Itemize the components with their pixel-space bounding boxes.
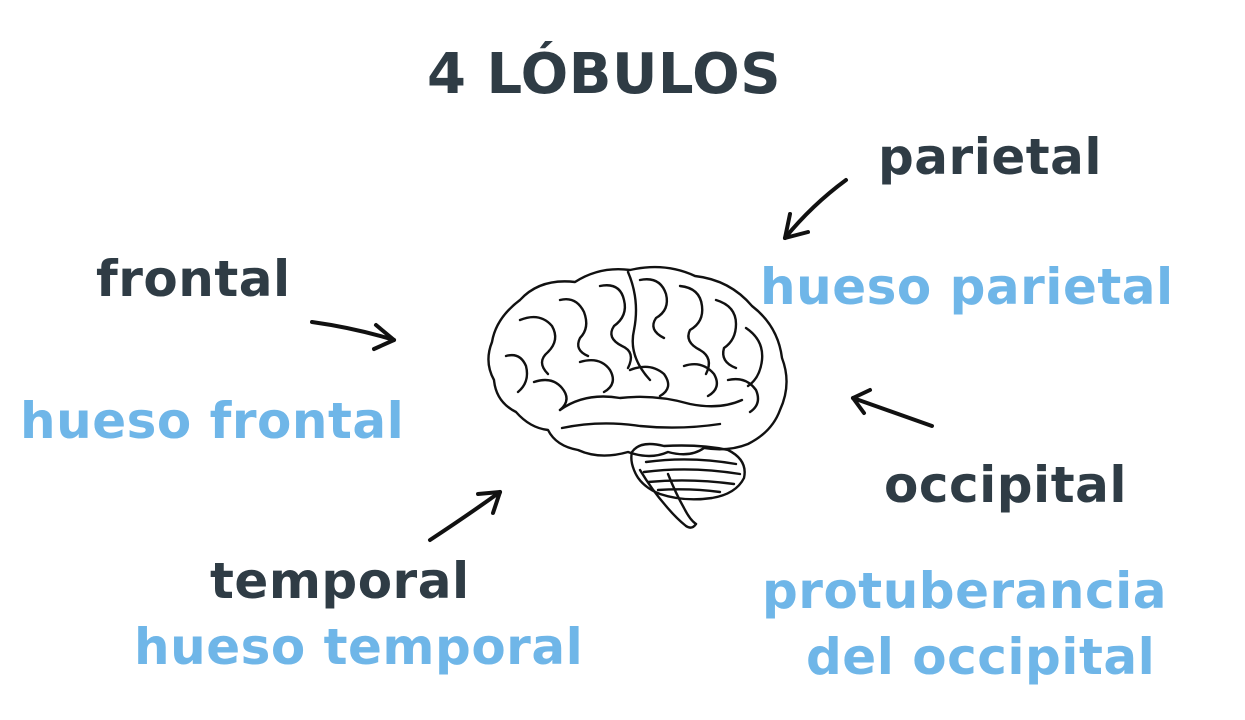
label-hueso-parietal: hueso parietal (760, 258, 1174, 316)
arrow-temporal (428, 490, 502, 542)
arrow-parietal (783, 178, 848, 240)
label-hueso-frontal: hueso frontal (20, 392, 405, 450)
brain-illustration (487, 265, 788, 529)
label-occipital: occipital (884, 456, 1127, 514)
label-hueso-temporal: hueso temporal (134, 618, 584, 676)
label-parietal: parietal (878, 128, 1103, 186)
arrow-frontal (310, 320, 396, 351)
label-frontal: frontal (96, 250, 291, 308)
label-protuberancia: protuberancia (762, 562, 1168, 620)
arrow-occipital (851, 388, 934, 428)
label-temporal: temporal (210, 552, 470, 610)
label-del-occipital: del occipital (806, 628, 1156, 686)
diagram-title: 4 LÓBULOS (427, 42, 782, 107)
